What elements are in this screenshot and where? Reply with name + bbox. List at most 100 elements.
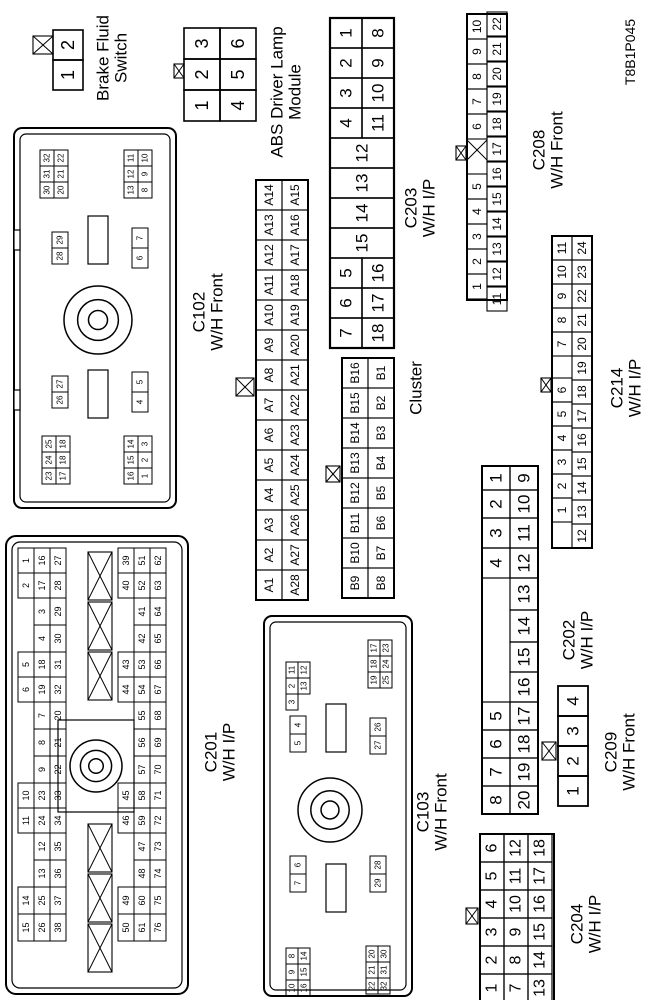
connector-harness: W/H Front: [619, 713, 638, 791]
pin-label: 58: [137, 790, 147, 800]
connector-outline: [328, 16, 396, 350]
pin-label: A10: [262, 304, 276, 326]
cell: [557, 775, 589, 807]
cell: [137, 181, 153, 199]
pin-label: 23: [382, 643, 391, 652]
pin-label: 13: [300, 681, 309, 690]
pin-label: 7: [136, 235, 145, 240]
pin-label: 61: [137, 922, 147, 932]
pin-label: 6: [555, 386, 569, 393]
pin-label: 15: [127, 455, 136, 464]
pin-label: 52: [137, 580, 147, 590]
pin-label: 24: [382, 659, 391, 668]
pin-label: 29: [53, 606, 63, 616]
pin-label: 42: [137, 633, 147, 643]
connector-inner-outline: [11, 541, 183, 989]
pin-label: 75: [153, 895, 163, 905]
pin-label: 19: [515, 763, 534, 782]
pin-label: B2: [374, 395, 388, 410]
pin-label: A27: [288, 544, 302, 566]
pin-label: 19: [490, 92, 504, 106]
cell: [289, 733, 307, 753]
pin-label: 36: [53, 868, 63, 878]
pin-label: 7: [508, 983, 525, 992]
pin-label: 20: [368, 949, 377, 958]
pin-label: 17: [575, 409, 589, 423]
pin-label: 16: [490, 167, 504, 181]
pin-label: A13: [262, 214, 276, 236]
pin-label: 6: [294, 862, 303, 867]
lock-tab-icon: [87, 873, 113, 923]
pin-label: 18: [369, 324, 388, 343]
pin-label: 7: [555, 340, 569, 347]
connector-name: Cluster: [407, 361, 426, 415]
cell: [297, 979, 311, 997]
pin-label: 24: [575, 241, 589, 255]
pin-label: 3: [141, 441, 150, 446]
pin-label: 5: [487, 711, 506, 720]
pin-label: 7: [337, 328, 356, 337]
lock-tab-icon: [235, 377, 255, 397]
lock-tab-frame: [325, 465, 341, 483]
pin-label: 5: [337, 268, 356, 277]
lock-tab-frame: [87, 923, 113, 973]
pin-label: 5: [470, 183, 484, 190]
pin-label: A19: [288, 304, 302, 326]
lock-tab-icon: [541, 741, 557, 761]
pin-label: 20: [57, 185, 66, 194]
latch-tab: [13, 229, 21, 251]
pin-label: 2: [21, 583, 31, 588]
pin-label: 27: [56, 379, 65, 388]
connector-harness: W/H I/P: [625, 359, 644, 418]
line: [87, 551, 113, 601]
pin-label: 6: [337, 298, 356, 307]
line: [455, 145, 467, 161]
pin-label: 31: [43, 169, 52, 178]
pin-label: 15: [490, 192, 504, 206]
pin-label: 15: [515, 648, 534, 667]
pin-label: 1: [487, 473, 506, 482]
pin-label: 10: [470, 20, 484, 34]
pin-label: 63: [153, 580, 163, 590]
line: [32, 35, 54, 55]
cell: [51, 247, 69, 265]
lock-tab-icon: [87, 823, 113, 873]
pin-label: 56: [137, 737, 147, 747]
connector-inner-outline: [19, 133, 171, 503]
pin-label: 35: [53, 841, 63, 851]
pin-label: 18: [575, 385, 589, 399]
connector-harness: W/H Front: [207, 273, 226, 351]
cell: [297, 677, 311, 695]
pin-label: 76: [153, 922, 163, 932]
pin-label: 4: [484, 899, 501, 908]
boss-inner: [87, 309, 109, 331]
pin-label: 12: [508, 839, 525, 857]
pin-label: 10: [141, 153, 150, 162]
pin-label: 21: [575, 313, 589, 327]
pin-label: B15: [348, 392, 362, 414]
pin-label: 1: [484, 983, 501, 992]
cell: [486, 186, 508, 212]
pin-label: A14: [262, 184, 276, 206]
line: [540, 377, 552, 393]
boss-inner: [87, 757, 105, 775]
pin-label: 12: [353, 144, 372, 163]
pin-label: 1: [470, 283, 484, 290]
pin-label: 22: [368, 981, 377, 990]
pin-label: 11: [369, 114, 388, 132]
lock-tab-frame: [455, 145, 467, 161]
pin-label: 3: [192, 38, 212, 48]
pin-label: A8: [262, 367, 276, 382]
pin-label: 9: [470, 48, 484, 55]
pin-label: 4: [228, 100, 248, 110]
pin-label: 13: [575, 505, 589, 519]
pin-label: 22: [57, 153, 66, 162]
connector-outline: [13, 127, 177, 509]
pin-label: 25: [45, 439, 54, 448]
pin-label: 40: [121, 580, 131, 590]
pin-label: 11: [127, 153, 136, 162]
pin-label: 30: [53, 633, 63, 643]
pin-label: 74: [153, 868, 163, 878]
